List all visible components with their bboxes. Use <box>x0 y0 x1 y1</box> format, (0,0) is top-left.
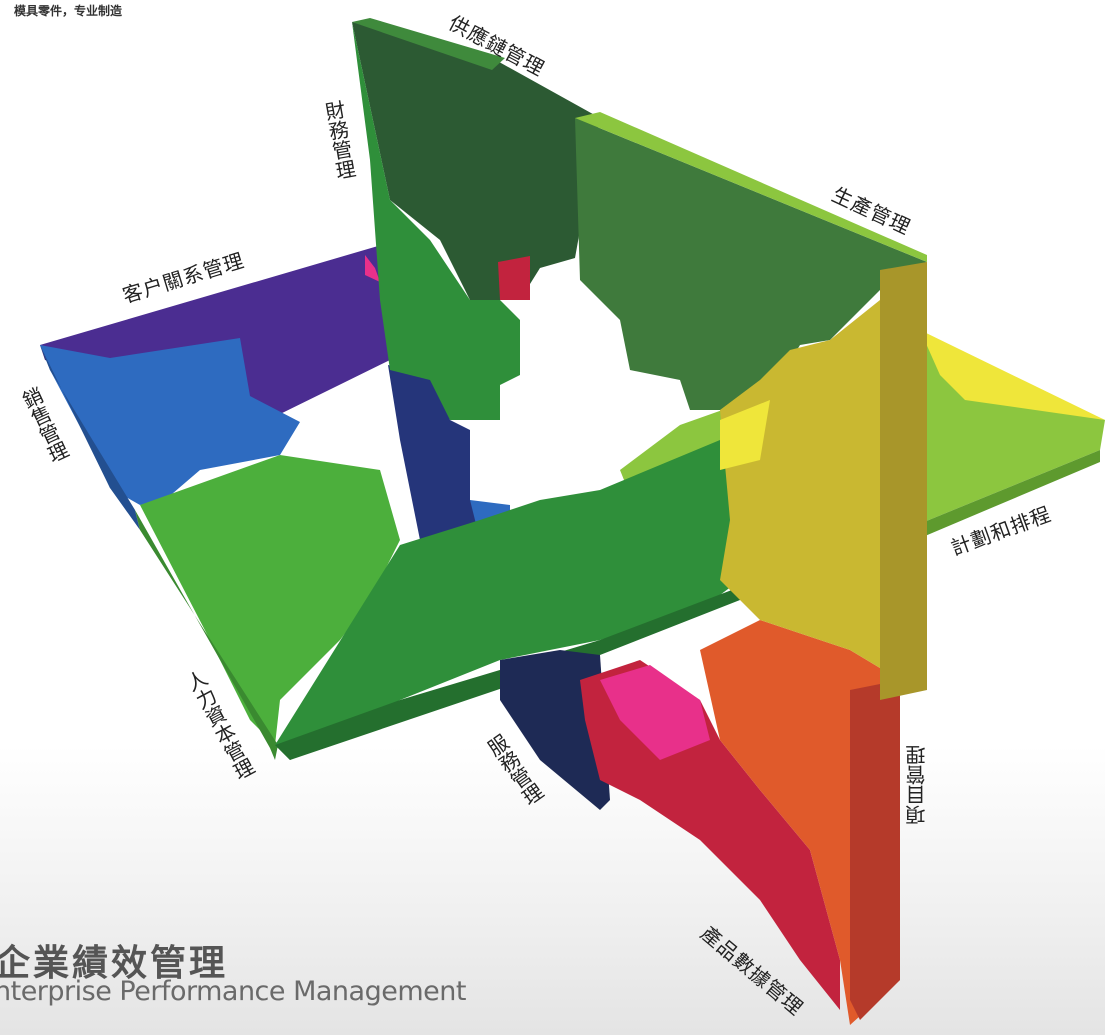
footer-subtitle: nterprise Performance Management <box>0 976 466 1007</box>
project-piece <box>700 620 900 1025</box>
yellow-column-piece <box>720 262 927 700</box>
footer-title: 企業績效管理 <box>0 943 229 984</box>
pdm-piece <box>580 660 840 1010</box>
hr-piece <box>135 455 400 760</box>
production-piece <box>575 112 927 410</box>
blue-sales-piece <box>40 338 300 530</box>
finance-piece <box>352 22 520 420</box>
label-project: 項目管理 <box>905 745 929 825</box>
tagline: 模具零件，专业制造 <box>14 4 123 18</box>
supply-chain-piece <box>352 18 600 300</box>
